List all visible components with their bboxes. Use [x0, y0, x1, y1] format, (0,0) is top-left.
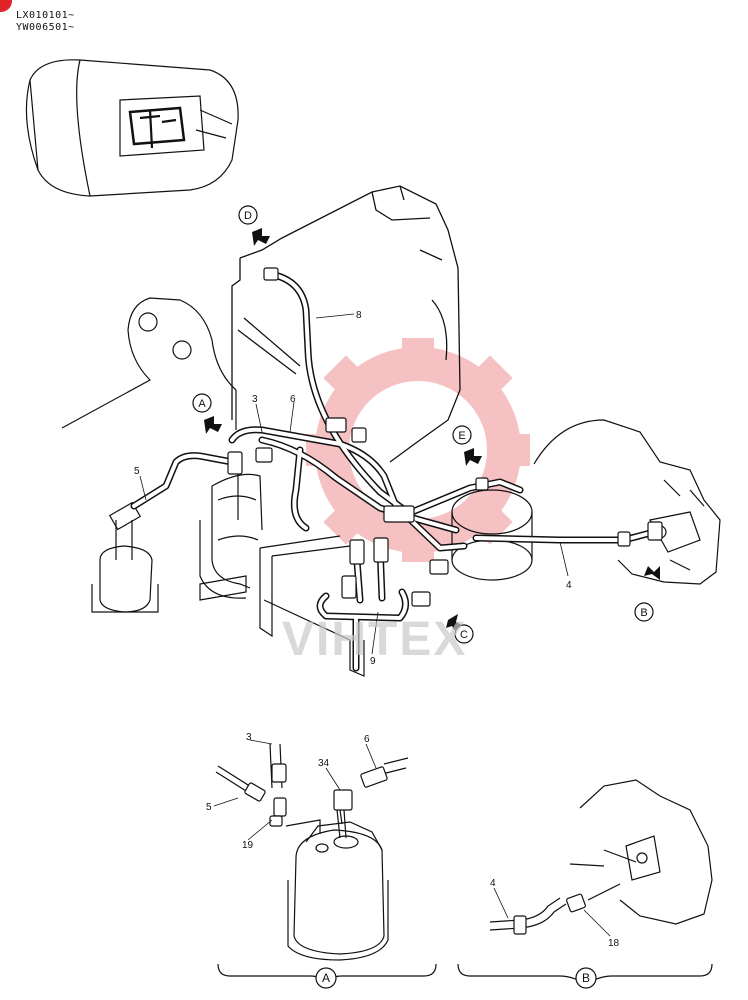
detail-a-caption: A — [322, 971, 330, 985]
view-marker-circles — [192, 205, 654, 644]
detail-b-label-18: 18 — [608, 938, 620, 949]
detail-a-drawing — [215, 743, 409, 961]
part-label-8: 8 — [356, 310, 362, 321]
detail-b-drawing — [489, 779, 713, 935]
detail-a-leaders — [213, 739, 377, 841]
detail-b-leaders — [493, 887, 611, 937]
machine-overview-inset — [25, 59, 239, 197]
part-label-3: 3 — [252, 394, 258, 405]
hose-fittings — [227, 267, 663, 607]
part-label-5: 5 — [134, 466, 140, 477]
detail-a-label-5: 5 — [206, 802, 212, 813]
view-marker-d: D — [244, 210, 252, 222]
detail-a-label-34: 34 — [318, 758, 330, 769]
detail-b-caption: B — [582, 971, 590, 985]
detail-a-label-3: 3 — [246, 732, 252, 743]
serial-range-2: YW006501~ — [16, 22, 75, 33]
engine-block — [231, 185, 461, 463]
hose-lines — [130, 270, 658, 672]
view-marker-b: B — [640, 607, 647, 619]
hydraulic-pump — [533, 419, 721, 585]
view-marker-e: E — [458, 430, 465, 442]
swing-motor — [199, 473, 263, 599]
watermark-text: VIHTEX — [282, 613, 468, 666]
frame-bracket — [61, 297, 237, 430]
view-marker-a: A — [198, 398, 206, 410]
view-arrows — [204, 228, 660, 630]
detail-caption-braces — [217, 963, 713, 986]
part-label-6: 6 — [290, 394, 296, 405]
valve-block-left — [91, 501, 159, 613]
detail-a-caption-circle — [315, 967, 337, 989]
detail-b-label-4: 4 — [490, 878, 496, 889]
serial-range-1: LX010101~ — [16, 10, 75, 21]
detail-a-label-6: 6 — [364, 734, 370, 745]
view-marker-c: C — [460, 629, 468, 641]
part-label-9: 9 — [370, 656, 376, 667]
detail-b-caption-circle — [575, 967, 597, 989]
detail-a-label-19: 19 — [242, 840, 254, 851]
leader-lines — [139, 313, 569, 655]
part-label-4: 4 — [566, 580, 572, 591]
